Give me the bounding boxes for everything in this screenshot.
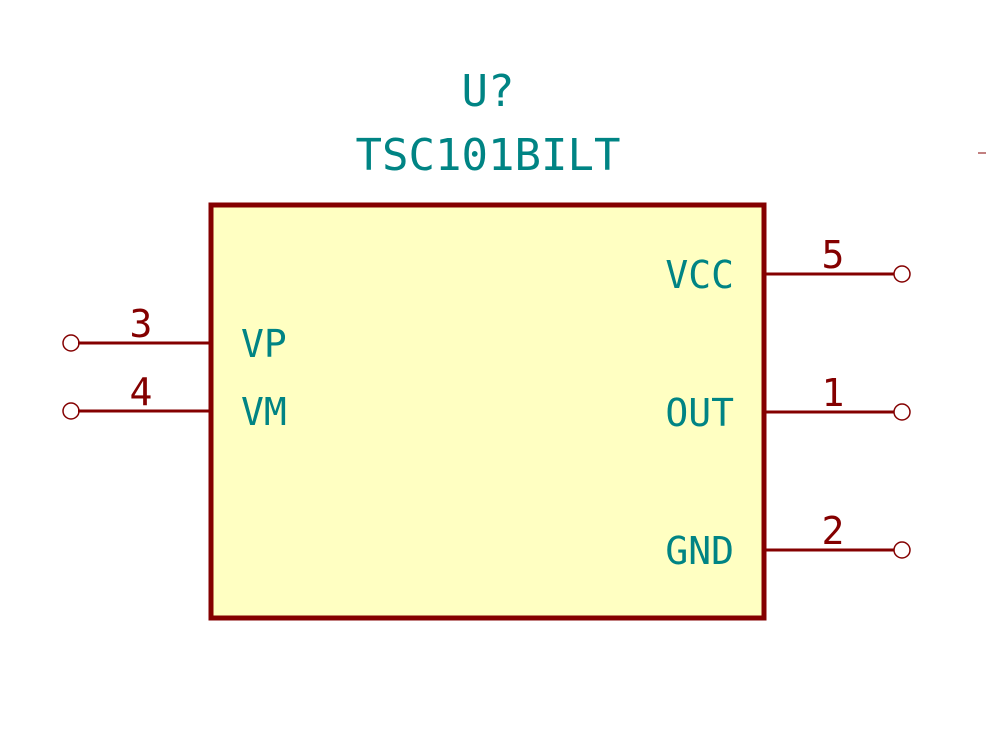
- pin-out[interactable]: 1 OUT: [665, 371, 911, 435]
- pin-vp-name: VP: [241, 322, 287, 366]
- pin-gnd[interactable]: 2 GND: [665, 509, 911, 573]
- pin-vp[interactable]: 3 VP: [62, 302, 287, 366]
- pin-out-name: OUT: [665, 391, 734, 435]
- pin-gnd-number: 2: [822, 509, 845, 553]
- pin-out-number: 1: [822, 371, 845, 415]
- component-value[interactable]: TSC101BILT: [356, 130, 621, 181]
- pin-vm-number: 4: [130, 370, 153, 414]
- pin-vcc-name: VCC: [665, 253, 734, 297]
- pin-out-connection-point[interactable]: [893, 403, 911, 421]
- pin-vp-number: 3: [130, 302, 153, 346]
- pin-gnd-name: GND: [665, 529, 734, 573]
- pin-vp-connection-point[interactable]: [62, 334, 80, 352]
- reference-designator[interactable]: U?: [462, 66, 515, 117]
- pin-vm-connection-point[interactable]: [62, 402, 80, 420]
- pin-vcc-number: 5: [822, 233, 845, 277]
- pin-vcc[interactable]: 5 VCC: [665, 233, 911, 297]
- pin-vm-name: VM: [241, 390, 287, 434]
- component-body[interactable]: [208, 202, 767, 621]
- pin-gnd-connection-point[interactable]: [893, 541, 911, 559]
- pin-vm[interactable]: 4 VM: [62, 370, 287, 434]
- pin-vcc-connection-point[interactable]: [893, 265, 911, 283]
